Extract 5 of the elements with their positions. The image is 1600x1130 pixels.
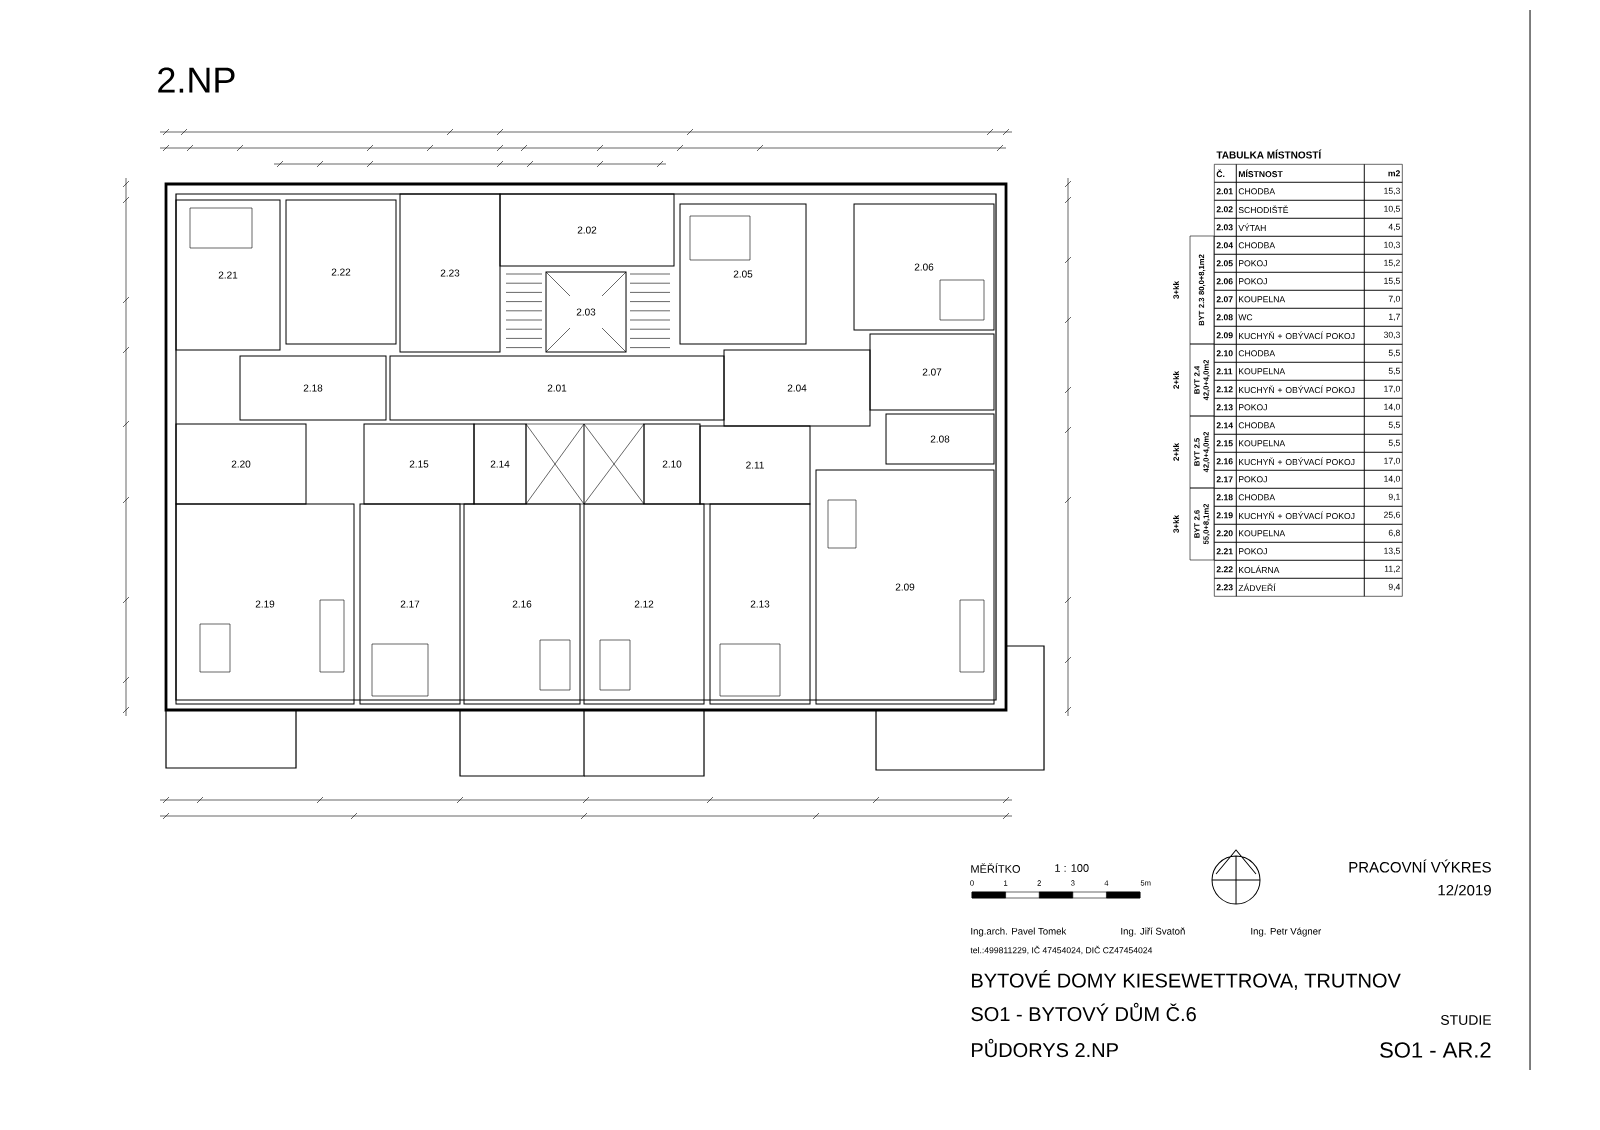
project-name: BYTOVÉ DOMY KIESEWETTROVA, TRUTNOV xyxy=(972,970,1401,990)
drawing-number: SO1 - AR.2 xyxy=(1380,1042,1491,1058)
drawing-title: 2.NP xyxy=(158,67,235,93)
drawing-name: PŮDORYS 2.NP xyxy=(972,1038,1118,1058)
building-name: SO1 - BYTOVÝ DŮM Č.6 xyxy=(971,1002,1196,1022)
